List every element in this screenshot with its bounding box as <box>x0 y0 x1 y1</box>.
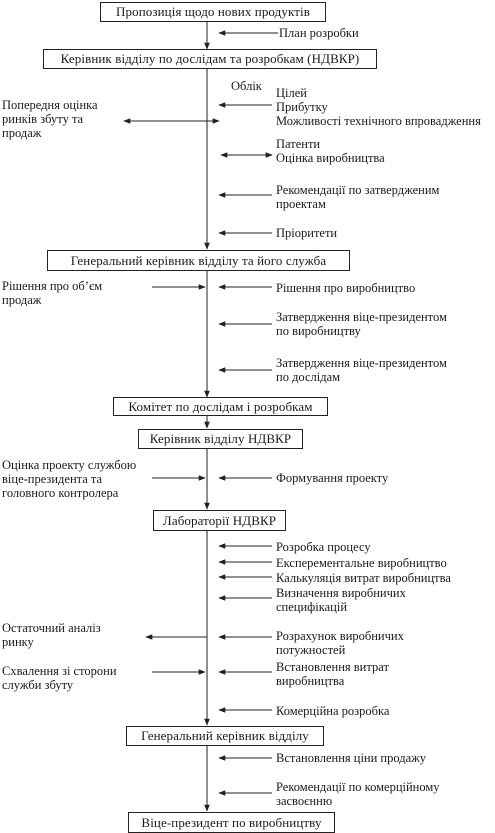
labs-box: Лабораторії НДВКР <box>153 510 286 531</box>
gm-service-box: Генеральний керівник відділу та його слу… <box>47 250 350 271</box>
label-commercial-dev: Комерційна розробка <box>276 704 390 718</box>
rnd-dept-head-box: Керівник відділу НДВКР <box>138 429 303 449</box>
label-capacity-calc: Розрахунок виробничих потужностей <box>276 629 404 657</box>
label-cost-calc: Калькуляція витрат виробництва <box>276 571 451 585</box>
label-patents: Патенти <box>276 137 321 151</box>
label-project-estimate: Оцінка проекту службою віце-президента т… <box>2 458 137 500</box>
label-market-analysis: Остаточний аналіз ринку <box>2 621 101 649</box>
label-process-dev: Розробка процесу <box>276 540 371 554</box>
label-market-estimate: Попередня оцінка ринків збуту та продаж <box>2 98 98 140</box>
label-goals: Цілей <box>276 86 307 100</box>
label-sales-approval: Схвалення зі сторони служби збуту <box>2 664 117 692</box>
proposal-box: Пропозиція щодо нових продуктів <box>100 2 326 22</box>
gm-box: Генеральний керівник відділу <box>126 726 324 746</box>
label-recommendations: Рекомендації по затвердженим проектам <box>276 183 440 211</box>
vp-box: Віце-президент по виробництву <box>128 812 335 833</box>
label-production-estimate: Оцінка виробництва <box>276 151 385 165</box>
committee-box: Комітет по дослідам і розробкам <box>113 397 328 416</box>
label-specs: Визначення виробничих специфікацій <box>276 586 406 614</box>
label-experimental-prod: Експерементальне виробництво <box>276 556 447 570</box>
rnd-head-box: Керівник відділу по дослідам та розробка… <box>43 49 377 69</box>
label-accounting: Облік <box>231 79 262 93</box>
label-project-forming: Формування проекту <box>276 471 389 485</box>
label-volume-decision: Рішення про об’єм продаж <box>2 279 103 307</box>
label-price-setting: Встановлення ціни продажу <box>276 751 427 765</box>
label-vp-approval-production: Затвердження віце-президентом по виробни… <box>276 310 447 338</box>
label-cost-setting: Встановлення витрат виробництва <box>276 660 389 688</box>
label-production-decision: Рішення про виробництво <box>276 281 416 295</box>
label-commercial-recs: Рекомендації по комерційному засвоєнню <box>276 780 440 808</box>
label-dev-plan: План розробки <box>279 26 359 40</box>
label-vp-approval-research: Затвердження віце-президентом по досліда… <box>276 356 447 384</box>
label-profit: Прибутку <box>276 100 328 114</box>
label-implementation: Можливості технічного впровадження <box>276 114 481 128</box>
label-priorities: Пріоритети <box>276 226 338 240</box>
